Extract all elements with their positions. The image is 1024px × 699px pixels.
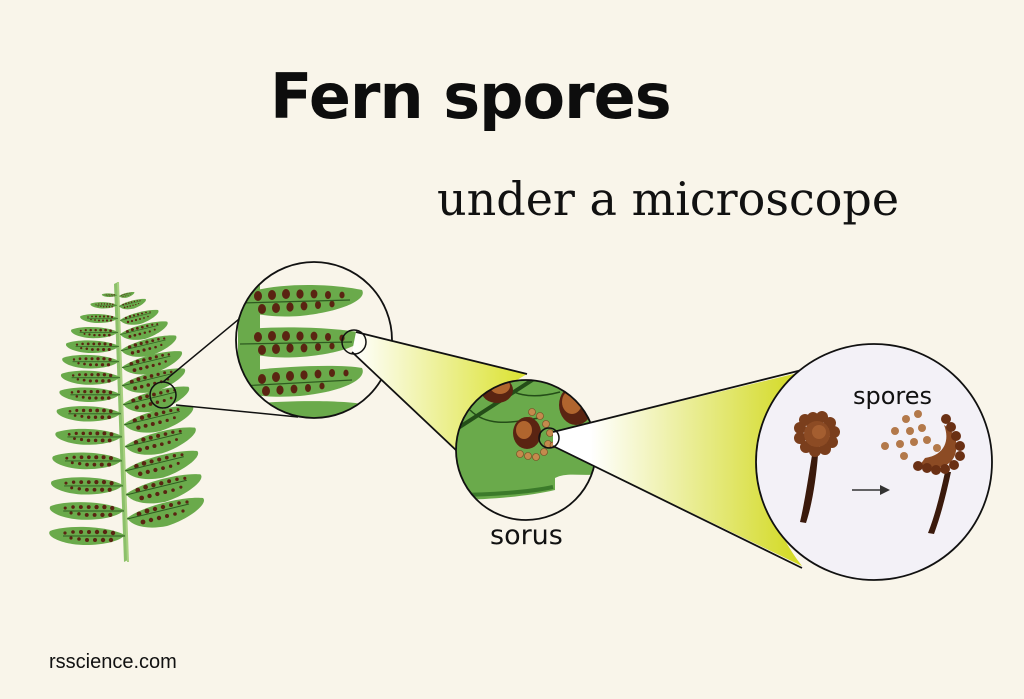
arrow-icon xyxy=(852,485,890,495)
spores-cluster xyxy=(881,410,941,460)
magnification-beam-1 xyxy=(352,332,527,452)
fern-frond xyxy=(48,281,205,563)
page-title: Fern spores xyxy=(270,60,672,133)
spores-label: spores xyxy=(853,382,933,410)
magnification-beam-2 xyxy=(553,372,802,566)
zoom-marker-2 xyxy=(341,329,367,355)
zoom-marker-3 xyxy=(538,427,560,449)
sporangium-magnified xyxy=(755,343,993,581)
page-subtitle: under a microscope xyxy=(437,172,900,226)
site-credit: rsscience.com xyxy=(49,651,177,673)
closed-sporangium xyxy=(794,411,840,523)
opened-sporangium xyxy=(913,414,965,534)
sorus-label: sorus xyxy=(490,520,563,551)
